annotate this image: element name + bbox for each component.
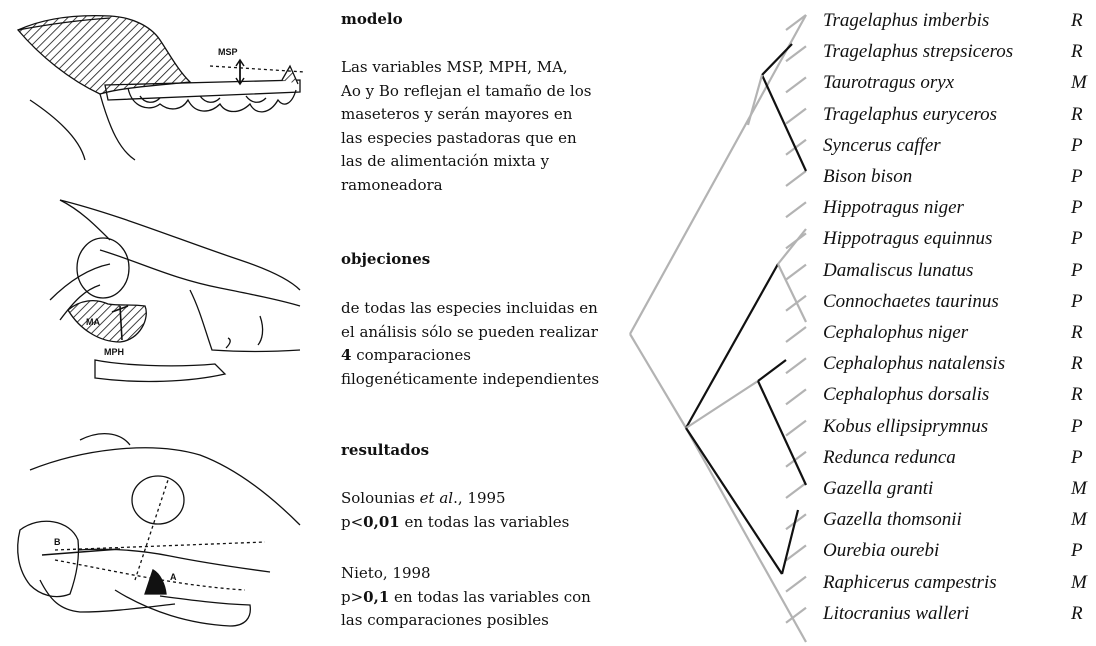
taxon-name: Taurotragus oryx	[823, 72, 954, 94]
taxon-name: Bison bison	[823, 166, 912, 188]
taxon-name: Gazella granti	[823, 478, 933, 500]
diet-code: R	[1071, 384, 1083, 406]
diet-code: R	[1071, 10, 1083, 32]
diet-code: M	[1071, 509, 1087, 531]
tip-branch	[786, 483, 806, 498]
clade-branch	[782, 510, 798, 574]
tip-branch	[786, 202, 806, 217]
root-branch-lower	[630, 334, 686, 428]
taxon-name: Hippotragus equinnus	[823, 228, 992, 250]
clade-branch	[686, 428, 782, 574]
taxon-name: Damaliscus lunatus	[823, 260, 973, 282]
taxon-name: Cephalophus dorsalis	[823, 384, 989, 406]
clade-branch	[778, 229, 806, 264]
clade-branch	[778, 264, 806, 322]
diet-code: P	[1071, 228, 1083, 250]
taxon-name: Redunca redunca	[823, 447, 956, 469]
taxon-name: Hippotragus niger	[823, 197, 964, 219]
taxon-name: Tragelaphus strepsiceros	[823, 41, 1013, 63]
tip-branch	[786, 109, 806, 124]
diet-code: R	[1071, 104, 1083, 126]
taxon-name: Connochaetes taurinus	[823, 291, 999, 313]
clade-branch	[758, 360, 786, 381]
diet-code: P	[1071, 447, 1083, 469]
diet-code: P	[1071, 135, 1083, 157]
taxon-name: Tragelaphus euryceros	[823, 104, 997, 126]
diet-code: P	[1071, 166, 1083, 188]
diet-code: R	[1071, 353, 1083, 375]
clade-branch	[758, 381, 806, 485]
diet-code: M	[1071, 572, 1087, 594]
diet-code: P	[1071, 291, 1083, 313]
tip-branch	[786, 389, 806, 404]
diet-code: R	[1071, 603, 1083, 625]
taxon-name: Kobus ellipsiprymnus	[823, 416, 988, 438]
taxon-name: Cephalophus natalensis	[823, 353, 1005, 375]
diet-code: R	[1071, 41, 1083, 63]
clade-branch	[686, 264, 778, 428]
tip-branch	[786, 358, 806, 373]
tip-branch	[786, 77, 806, 92]
taxon-name: Cephalophus niger	[823, 322, 968, 344]
diet-code: P	[1071, 260, 1083, 282]
taxon-name: Syncerus caffer	[823, 135, 941, 157]
tip-branch	[786, 327, 806, 342]
tip-branch	[786, 577, 806, 592]
tree-branches	[630, 15, 806, 642]
tip-branch	[786, 421, 806, 436]
diet-code: P	[1071, 197, 1083, 219]
diet-code: P	[1071, 416, 1083, 438]
taxon-name: Tragelaphus imberbis	[823, 10, 989, 32]
clade-branch	[762, 75, 806, 171]
tip-branch	[786, 265, 806, 280]
clade-branch	[686, 428, 806, 642]
diet-code: R	[1071, 322, 1083, 344]
diet-code: M	[1071, 478, 1087, 500]
taxon-name: Litocranius walleri	[823, 603, 969, 625]
clade-branch	[686, 381, 758, 428]
diet-code: M	[1071, 72, 1087, 94]
taxon-name: Ourebia ourebi	[823, 540, 939, 562]
diet-code: P	[1071, 540, 1083, 562]
root-branch-upper	[630, 15, 806, 334]
taxon-name: Gazella thomsonii	[823, 509, 962, 531]
tip-branch	[786, 171, 806, 186]
taxon-name: Raphicerus campestris	[823, 572, 997, 594]
